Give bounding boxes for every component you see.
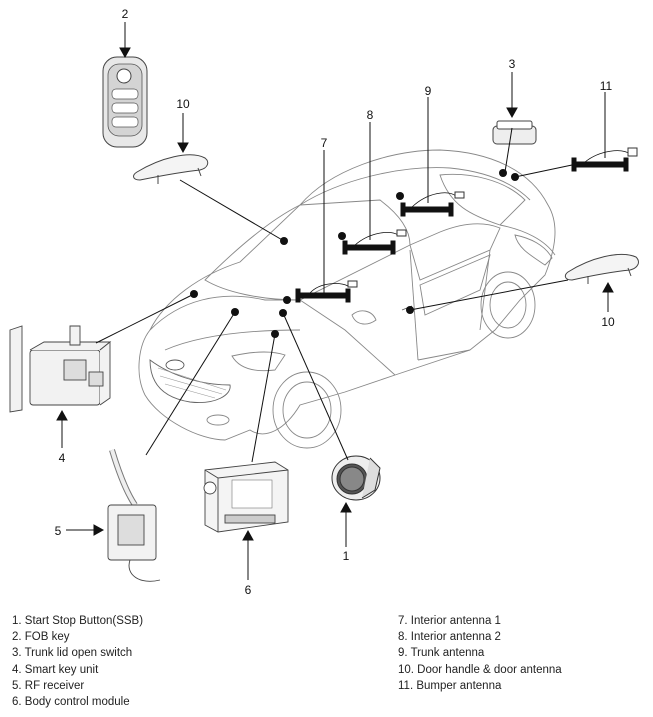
callout-10-top: 10: [176, 97, 190, 111]
legend-item: 9. Trunk antenna: [398, 647, 485, 660]
callout-3: 3: [509, 57, 516, 71]
callout-arrows: [56, 22, 614, 580]
door-handle-right-drawing: [564, 253, 639, 284]
interior-antenna-2-drawing: [342, 229, 407, 255]
callout-6: 6: [245, 583, 252, 597]
legend-item: 8. Interior antenna 2: [398, 631, 501, 644]
car-illustration: [138, 149, 556, 449]
legend-right-column: 7. Interior antenna 1 8. Interior antenn…: [398, 613, 562, 694]
legend-item: 2. FOB key: [12, 631, 70, 644]
callout-9: 9: [425, 84, 432, 98]
component-location-diagram: 2 3 10 11 9 8 7 10 4 5 6 1: [9, 7, 639, 597]
start-stop-button-drawing: [331, 455, 381, 501]
fob-key-drawing: [102, 56, 148, 148]
leader-dots: [190, 169, 519, 338]
legend-left-column: 1. Start Stop Button(SSB) 2. FOB key 3. …: [12, 613, 143, 710]
rf-receiver-drawing: [107, 449, 161, 582]
door-handle-left-drawing: [133, 154, 209, 184]
callout-10-right: 10: [601, 315, 615, 329]
callout-11: 11: [600, 79, 613, 93]
callout-2: 2: [122, 7, 129, 21]
leader-lines: [95, 92, 606, 463]
bumper-antenna-drawing: [571, 147, 638, 172]
smart-key-unit-drawing: [9, 325, 112, 413]
body-control-module-drawing: [203, 461, 289, 533]
legend-item: 10. Door handle & door antenna: [398, 663, 562, 676]
callout-4: 4: [59, 451, 66, 465]
callout-5: 5: [55, 524, 62, 538]
legend-item: 6. Body control module: [12, 696, 130, 709]
legend-item: 11. Bumper antenna: [398, 679, 502, 692]
legend-item: 5. RF receiver: [12, 679, 85, 692]
callout-8: 8: [367, 108, 374, 122]
callout-1: 1: [343, 549, 350, 563]
legend-item: 4. Smart key unit: [12, 663, 99, 676]
interior-antenna-1-drawing: [295, 280, 358, 303]
callout-7: 7: [321, 136, 328, 150]
legend-item: 3. Trunk lid open switch: [12, 647, 133, 660]
legend-item: 7. Interior antenna 1: [398, 615, 501, 627]
trunk-antenna-drawing: [400, 191, 465, 217]
legend-item: 1. Start Stop Button(SSB): [12, 615, 144, 627]
trunk-switch-drawing: [492, 120, 537, 145]
